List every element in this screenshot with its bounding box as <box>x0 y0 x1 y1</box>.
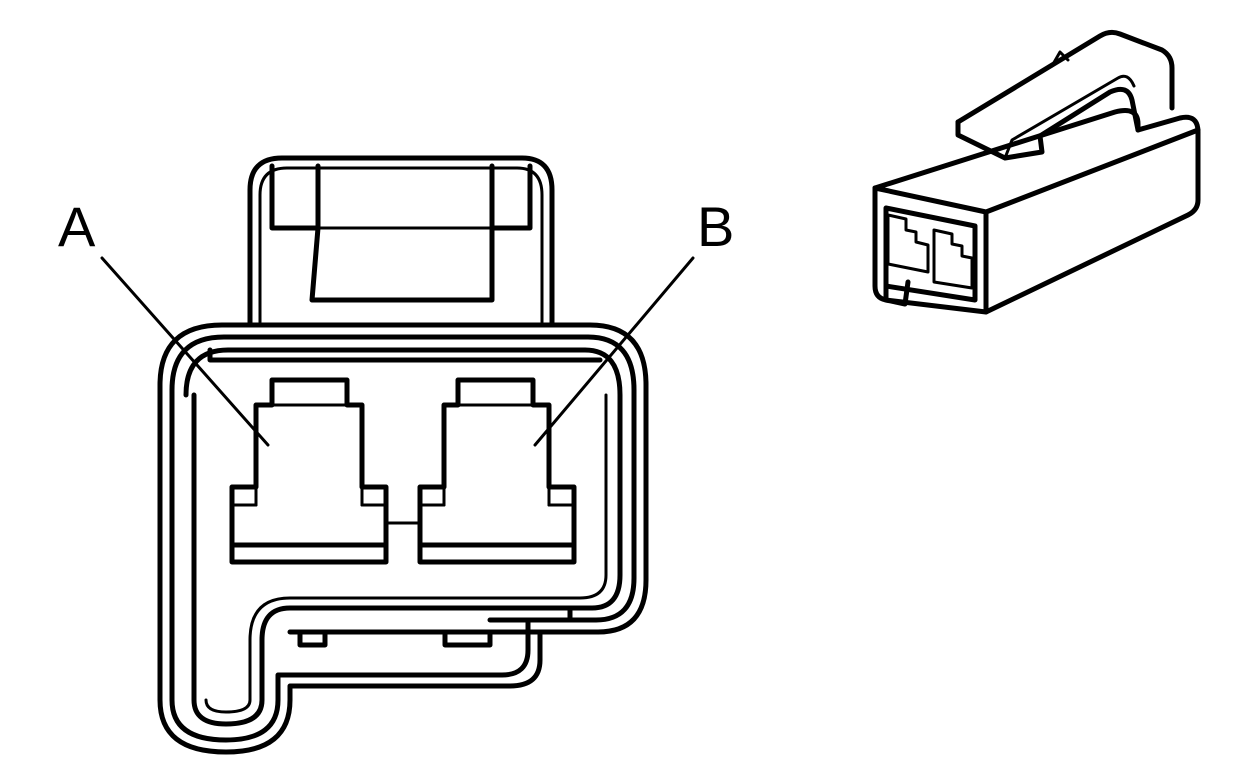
terminal-b-cavity <box>417 377 577 565</box>
connector-front-view: A B <box>58 155 734 755</box>
terminal-label-a: A <box>58 195 96 258</box>
leader-line-a <box>100 256 270 447</box>
terminal-label-b: B <box>697 195 734 258</box>
locking-tab <box>247 155 555 328</box>
terminal-a-cavity <box>229 377 389 565</box>
leader-line-b <box>533 256 695 447</box>
connector-isometric-view <box>872 29 1201 315</box>
housing-outline <box>157 322 649 755</box>
